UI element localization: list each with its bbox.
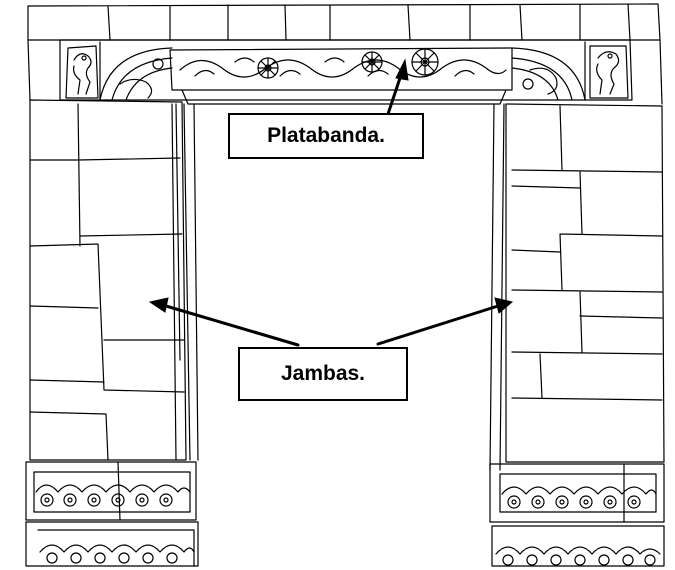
right-plinth-rosettes (502, 495, 656, 566)
arrow-to-lintel (386, 58, 409, 116)
left-plinth-rosettes (40, 493, 178, 564)
left-plinth (25, 461, 199, 567)
vine-scrollwork (179, 57, 507, 78)
rosette-icon (411, 48, 439, 76)
right-arch-relief (511, 47, 586, 101)
doorway-frame (183, 103, 505, 471)
arrow-to-left-jamb (148, 297, 300, 347)
lintel-band (59, 39, 633, 105)
left-jamb-masonry (29, 99, 187, 461)
rosette-icon (257, 57, 279, 79)
right-jamb-masonry (505, 103, 665, 463)
lion-relief-left (65, 45, 99, 99)
left-arch-relief (99, 47, 173, 101)
label-jambas: Jambas. (238, 347, 408, 401)
right-plinth (489, 463, 665, 567)
arrow-to-right-jamb (376, 297, 514, 346)
lion-relief-right (589, 45, 629, 99)
rosette-icon (361, 51, 383, 73)
label-platabanda: Platabanda. (228, 113, 424, 159)
top-stone-course (27, 3, 663, 105)
